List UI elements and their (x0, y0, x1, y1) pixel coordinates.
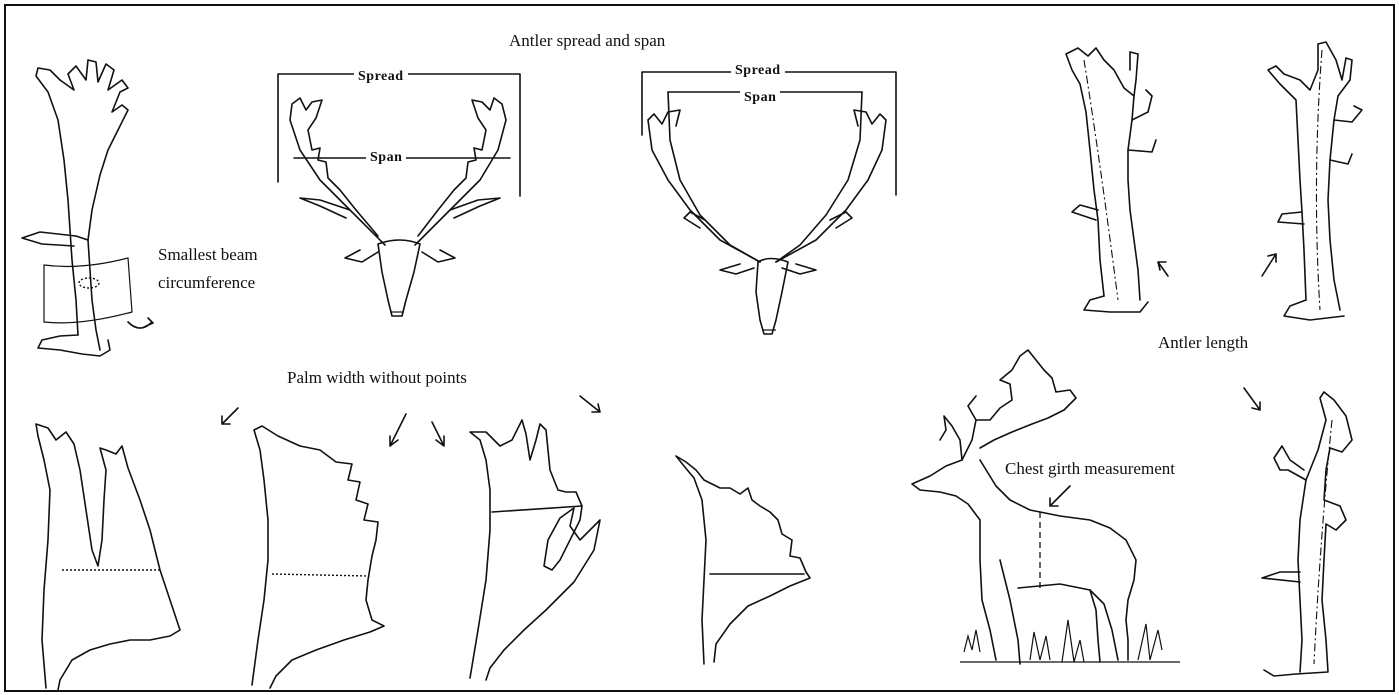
spread-label-left: Spread (354, 70, 408, 84)
span-label-left: Span (366, 151, 406, 165)
palm-antler-1-icon (36, 408, 238, 690)
smallest-beam-label-line2: circumference (158, 274, 255, 291)
beam-antler-icon (22, 60, 153, 356)
palm-width-label: Palm width without points (287, 369, 467, 386)
antler-length-bottom-icon (1244, 388, 1352, 676)
antler-length-left-icon (1066, 48, 1168, 312)
deer-head-left-icon (278, 74, 520, 316)
palm-antler-4-icon (676, 456, 810, 664)
antler-length-label: Antler length (1158, 334, 1248, 351)
antler-length-right-icon (1262, 42, 1362, 320)
spread-span-title: Antler spread and span (509, 32, 665, 49)
spread-label-right: Spread (731, 64, 785, 78)
deer-head-right-icon (642, 72, 896, 334)
palm-antler-3-icon (432, 396, 600, 680)
span-label-right: Span (740, 91, 780, 105)
smallest-beam-label-line1: Smallest beam (158, 246, 258, 263)
chest-girth-label: Chest girth measurement (1005, 460, 1175, 477)
palm-antler-2-icon (252, 414, 406, 688)
fallow-deer-icon (912, 350, 1180, 664)
